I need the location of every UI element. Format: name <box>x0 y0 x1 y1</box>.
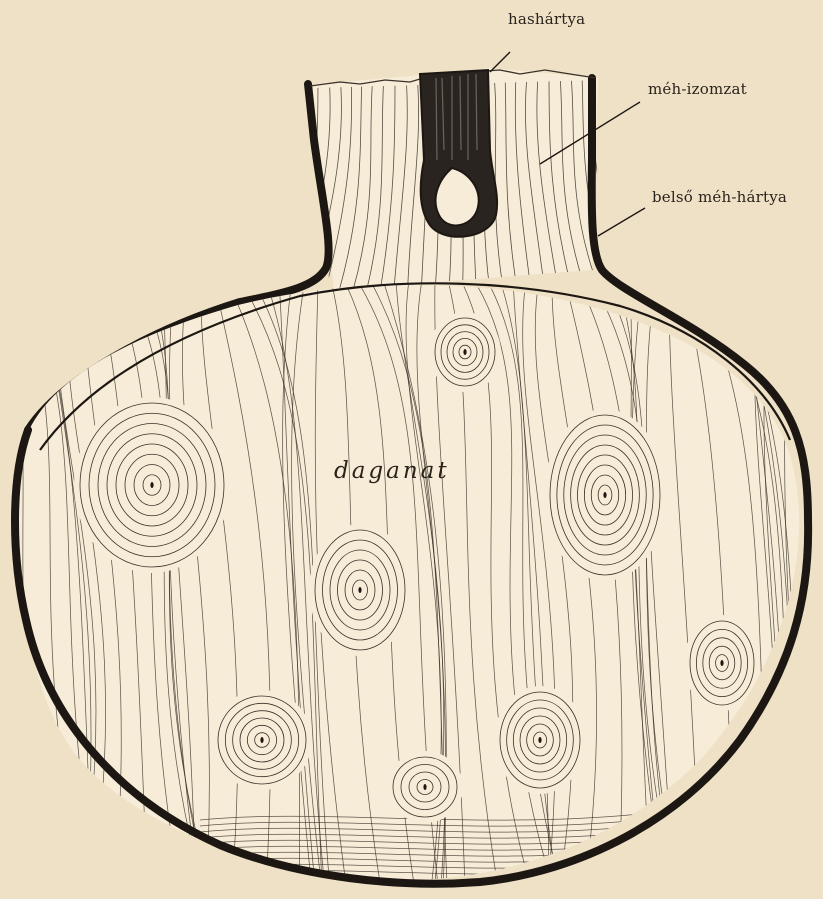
tumor-nodule <box>212 690 312 790</box>
label-endometrium: belső méh-hártya <box>652 188 787 206</box>
tumor-nodule <box>387 751 463 823</box>
label-myometrium: méh-izomzat <box>648 80 747 98</box>
label-serosa: hashártya <box>508 10 585 28</box>
tumor-body <box>0 280 823 899</box>
leader-endometrium <box>598 208 645 236</box>
tumor-nodule <box>494 686 586 794</box>
tumor-nodule <box>309 524 411 656</box>
label-tumor: daganat <box>334 458 450 484</box>
tumor-nodule <box>684 615 760 711</box>
tumor-nodule <box>544 409 666 581</box>
uterine-cavity <box>420 70 497 237</box>
tumor-nodule <box>74 397 230 573</box>
tumor-nodule <box>429 312 501 392</box>
